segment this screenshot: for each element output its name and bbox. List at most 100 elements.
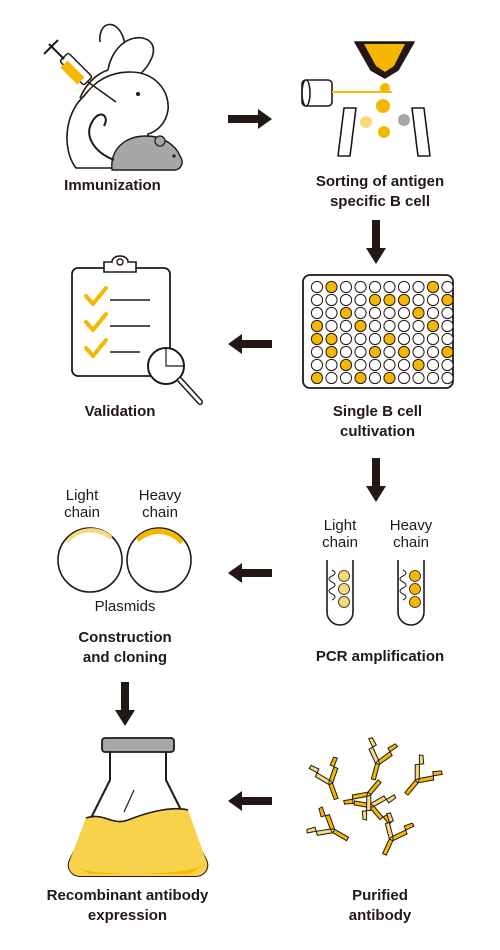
- well: [441, 293, 454, 307]
- well: [354, 371, 367, 385]
- well: [354, 280, 367, 294]
- well: [368, 358, 382, 372]
- tube-label-heavy: Heavy chain: [390, 517, 433, 551]
- plasmid-label-heavy: Heavy chain: [139, 487, 182, 521]
- well: [339, 358, 353, 372]
- well: [339, 345, 353, 359]
- well: [310, 371, 324, 385]
- well: [354, 345, 367, 359]
- well: [412, 371, 425, 385]
- plasmid-label-light: Light chain: [64, 487, 100, 521]
- step-label-construction: Construction and cloning: [78, 629, 171, 666]
- flask-icon: [67, 737, 209, 877]
- well: [368, 332, 382, 346]
- antibody-icon: [308, 756, 339, 801]
- well: [441, 345, 454, 359]
- flask-cap: [101, 737, 175, 753]
- well: [310, 319, 324, 333]
- step-label-expression: Recombinant antibody expression: [47, 887, 209, 924]
- checkmark-icons: [84, 286, 108, 358]
- well: [426, 332, 440, 346]
- well: [426, 371, 440, 385]
- well: [397, 319, 411, 333]
- well: [441, 280, 454, 294]
- well: [397, 345, 411, 359]
- immunization-illustration: [43, 23, 183, 171]
- plasmids-caption: Plasmids: [95, 598, 156, 615]
- well: [412, 306, 425, 320]
- well: [310, 345, 324, 359]
- well: [426, 306, 440, 320]
- well: [441, 371, 454, 385]
- well: [397, 280, 411, 294]
- well-grid: [310, 280, 454, 385]
- well: [397, 358, 411, 372]
- well: [325, 280, 338, 294]
- well: [325, 332, 338, 346]
- well: [339, 306, 353, 320]
- well: [339, 293, 353, 307]
- tube-label-light: Light chain: [322, 517, 358, 551]
- well: [412, 293, 425, 307]
- well: [354, 332, 367, 346]
- well: [354, 293, 367, 307]
- arrows: [115, 109, 386, 811]
- step-label-immunization: Immunization: [64, 177, 161, 194]
- well: [339, 280, 353, 294]
- well: [339, 319, 353, 333]
- mouse-icon: [88, 113, 183, 171]
- cultivation-illustration: [302, 274, 454, 389]
- well: [325, 306, 338, 320]
- well: [354, 319, 367, 333]
- well: [397, 306, 411, 320]
- plasmids-illustration: [57, 527, 192, 593]
- magnifier-icon: [147, 347, 203, 405]
- antibody-icon: [343, 779, 382, 821]
- arrow-left-3: [228, 791, 272, 811]
- well: [368, 319, 382, 333]
- well: [397, 371, 411, 385]
- well: [310, 358, 324, 372]
- well: [383, 293, 396, 307]
- well: [383, 319, 396, 333]
- well: [368, 345, 382, 359]
- pcr-illustration: [326, 560, 425, 626]
- antibody-icon: [381, 812, 415, 856]
- tube-heavy-icon: [397, 560, 425, 626]
- well: [412, 332, 425, 346]
- plasmid-light-icon: [57, 527, 123, 593]
- well: [426, 358, 440, 372]
- well: [354, 306, 367, 320]
- well: [412, 280, 425, 294]
- validation-illustration: [71, 255, 203, 405]
- well: [397, 293, 411, 307]
- well: [383, 306, 396, 320]
- deflection-plate-left: [337, 107, 357, 157]
- sorted-cell-icon: [376, 99, 390, 113]
- well: [426, 293, 440, 307]
- step-label-sorting: Sorting of antigen specific B cell: [316, 173, 444, 210]
- well: [325, 358, 338, 372]
- well: [339, 371, 353, 385]
- well: [325, 293, 338, 307]
- well: [383, 280, 396, 294]
- sorting-illustration: [301, 41, 431, 157]
- well: [426, 319, 440, 333]
- tube-light-icon: [326, 560, 354, 626]
- step-label-cultivation: Single B cell cultivation: [333, 403, 422, 440]
- well: [368, 280, 382, 294]
- well: [383, 371, 396, 385]
- arrow-down-1: [366, 220, 386, 264]
- syringe-icon: [43, 39, 117, 103]
- well: [441, 358, 454, 372]
- well: [383, 345, 396, 359]
- expression-illustration: [67, 737, 209, 877]
- well: [383, 332, 396, 346]
- well: [339, 332, 353, 346]
- antibody-icon: [306, 806, 350, 842]
- well: [426, 280, 440, 294]
- step-label-purified: Purified antibody: [349, 887, 412, 924]
- well: [426, 345, 440, 359]
- antibody-icon: [404, 754, 443, 796]
